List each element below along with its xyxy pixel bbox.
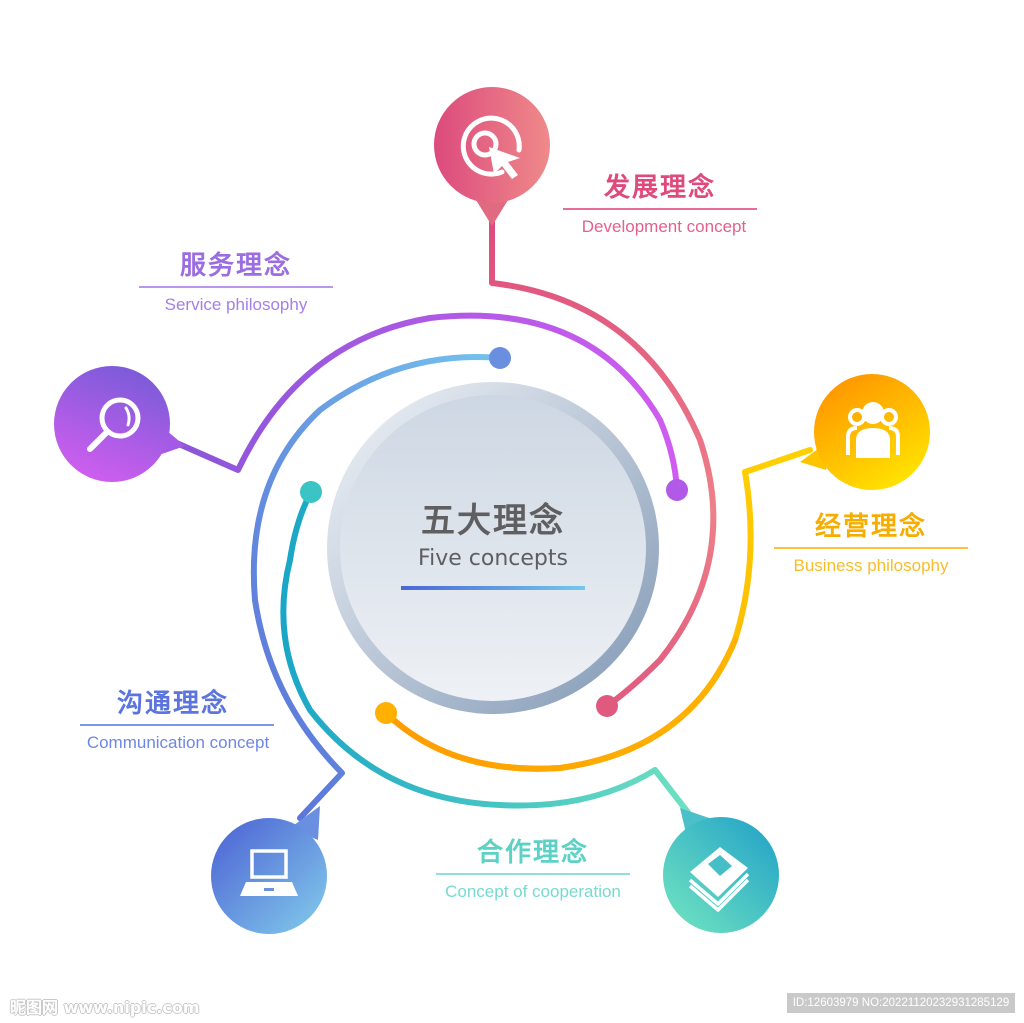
service-divider xyxy=(139,286,333,288)
service-connector-line xyxy=(169,312,680,493)
communication-label: 沟通理念 Communication concept xyxy=(70,688,286,754)
development-connector-line xyxy=(489,212,717,709)
communication-divider xyxy=(80,724,274,726)
center-circle xyxy=(327,382,659,714)
cooperation-connector-line xyxy=(280,489,693,818)
business-label: 经营理念 Business philosophy xyxy=(772,511,970,577)
development-bubble[interactable] xyxy=(434,87,550,226)
cooperation-title-en: Concept of cooperation xyxy=(445,881,621,901)
service-bubble[interactable] xyxy=(54,366,185,482)
communication-end-dot xyxy=(489,347,511,369)
search-magnifier-icon xyxy=(87,397,141,452)
communication-title-cn: 沟通理念 xyxy=(116,689,229,719)
business-title-en: Business philosophy xyxy=(793,555,949,575)
service-label: 服务理念 Service philosophy xyxy=(138,250,334,316)
center-title-cn: 五大理念 xyxy=(421,501,565,541)
business-bubble[interactable] xyxy=(800,374,930,490)
target-cursor-icon xyxy=(460,115,522,177)
cooperation-title-cn: 合作理念 xyxy=(476,838,589,868)
business-title-cn: 经营理念 xyxy=(814,512,927,542)
cooperation-bubble[interactable] xyxy=(663,808,779,933)
service-title-en: Service philosophy xyxy=(164,294,308,314)
development-label: 发展理念 Development concept xyxy=(560,172,760,238)
laptop-icon xyxy=(240,849,298,896)
development-end-dot xyxy=(596,695,618,717)
center-underline xyxy=(401,586,585,590)
service-title-cn: 服务理念 xyxy=(179,251,292,281)
watermark-id: ID:12603979 NO:20221120232931285129 xyxy=(787,993,1015,1013)
communication-title-en: Communication concept xyxy=(86,732,270,752)
business-divider xyxy=(774,547,968,549)
development-title-cn: 发展理念 xyxy=(603,173,716,203)
cooperation-divider xyxy=(436,873,630,875)
watermark-site: 昵图网 www.nipic.com xyxy=(10,998,200,1017)
center-title-en: Five concepts xyxy=(418,546,568,571)
cooperation-label: 合作理念 Concept of cooperation xyxy=(430,837,636,903)
service-end-dot xyxy=(666,479,688,501)
development-divider xyxy=(563,208,757,210)
communication-bubble[interactable] xyxy=(211,806,327,934)
cooperation-end-dot xyxy=(300,481,322,503)
communication-connector-line xyxy=(250,354,503,821)
center-title-block: 五大理念 Five concepts xyxy=(393,500,593,590)
book-stack-icon xyxy=(688,847,750,912)
development-title-en: Development concept xyxy=(581,216,747,236)
business-end-dot xyxy=(375,702,397,724)
